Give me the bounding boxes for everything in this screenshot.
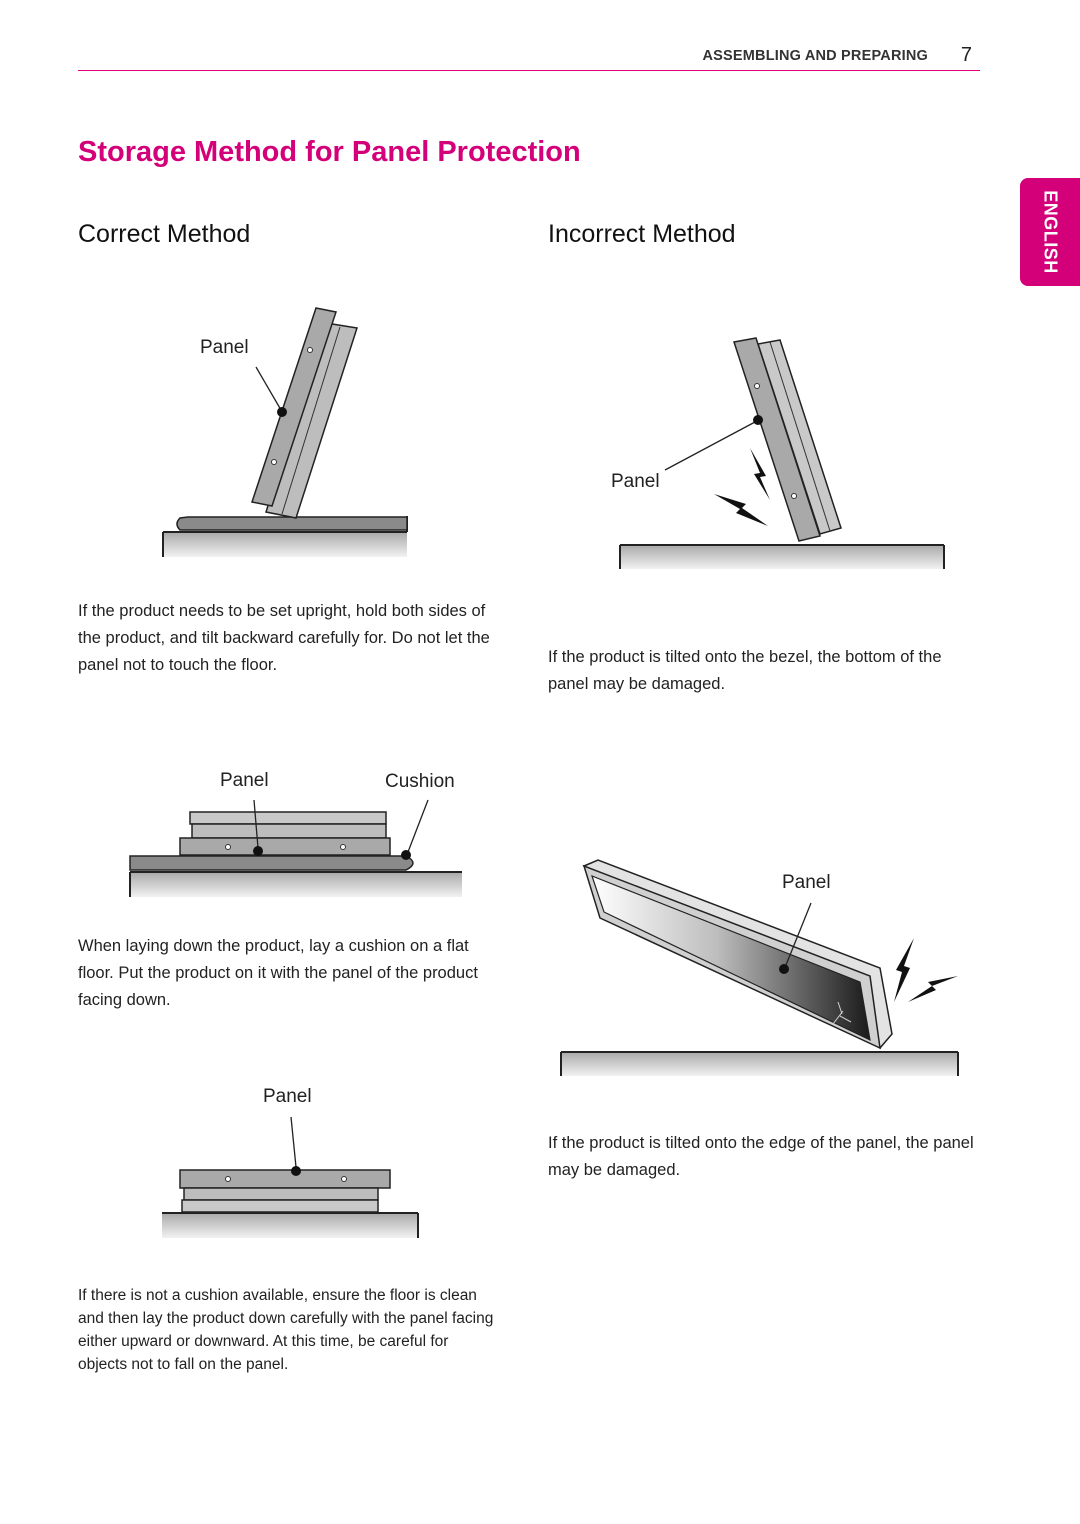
correct-method-heading: Correct Method	[78, 220, 251, 248]
panel-label: Panel	[200, 337, 249, 358]
panel-leader-line	[779, 902, 812, 974]
leader-lines	[253, 799, 429, 860]
panel-label: Panel	[263, 1086, 312, 1107]
upright-caption: If the product needs to be set upright, …	[78, 602, 490, 674]
panel-label: Panel	[611, 471, 660, 492]
panel-leader-line	[255, 366, 287, 417]
flat-on-cushion-illustration	[129, 811, 462, 897]
panel-leader-line	[290, 1116, 301, 1176]
flat-no-cushion-illustration	[162, 1169, 419, 1238]
bezel-caption: If the product is tilted onto the bezel,…	[548, 648, 942, 693]
upright-cushion-illustration	[162, 307, 408, 557]
panel-label: Panel	[220, 770, 269, 791]
cushion-label: Cushion	[385, 771, 455, 792]
header-divider	[78, 70, 980, 71]
no-cushion-caption: If there is not a cushion available, ens…	[78, 1287, 494, 1373]
panel-leader-line	[664, 415, 763, 471]
cushion-caption: When laying down the product, lay a cush…	[78, 937, 478, 1009]
page-title: Storage Method for Panel Protection	[78, 136, 581, 168]
panel-label: Panel	[782, 872, 831, 893]
page-number: 7	[960, 44, 972, 66]
edge-caption: If the product is tilted onto the edge o…	[548, 1134, 974, 1179]
tilted-bezel-illustration	[619, 337, 945, 569]
language-tab-label: ENGLISH	[1040, 190, 1061, 274]
language-tab: ENGLISH	[1020, 178, 1080, 286]
running-header: ASSEMBLING AND PREPARING	[702, 48, 928, 64]
tilted-edge-illustration	[560, 859, 959, 1076]
incorrect-method-heading: Incorrect Method	[548, 220, 736, 248]
